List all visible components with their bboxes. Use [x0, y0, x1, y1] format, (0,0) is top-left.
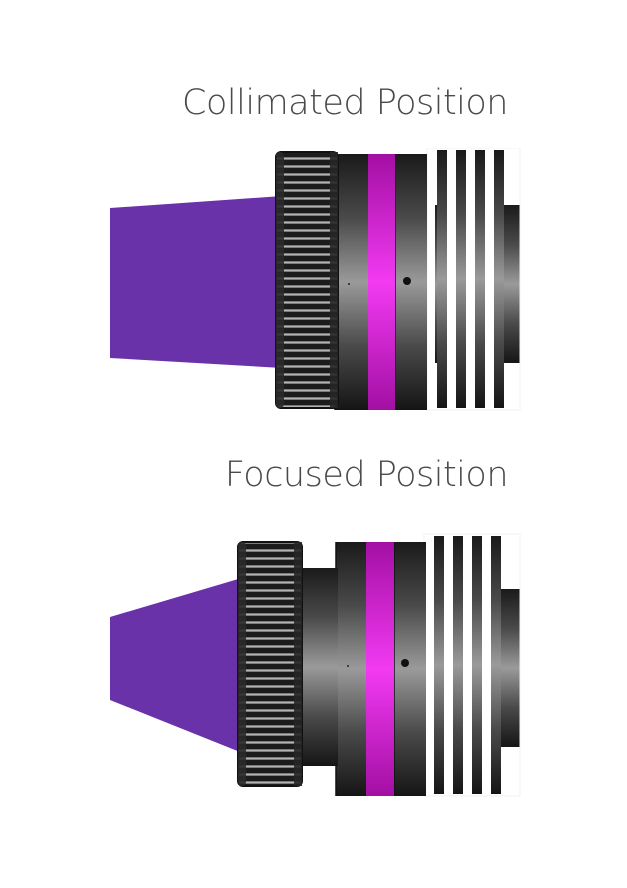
focused-position-label: Focused Position	[224, 455, 509, 495]
heat-sink-fins	[425, 148, 521, 411]
collimated-position-label: Collimated Position	[182, 83, 508, 123]
collimated-beam	[110, 196, 282, 368]
collimated-lens-scene	[0, 148, 627, 416]
collimated-lens-illustration	[110, 148, 521, 411]
lens-barrel	[298, 568, 338, 766]
knurled-focus-ring	[238, 542, 302, 786]
focused-beam	[110, 577, 245, 754]
magenta-band	[368, 154, 395, 410]
magenta-band	[366, 542, 394, 796]
focused-lens-scene	[0, 532, 627, 800]
set-screw	[403, 277, 411, 285]
focused-lens-illustration	[110, 533, 521, 797]
heat-sink-fins	[423, 533, 521, 797]
set-screw	[401, 659, 409, 667]
knurled-focus-ring	[276, 152, 338, 408]
